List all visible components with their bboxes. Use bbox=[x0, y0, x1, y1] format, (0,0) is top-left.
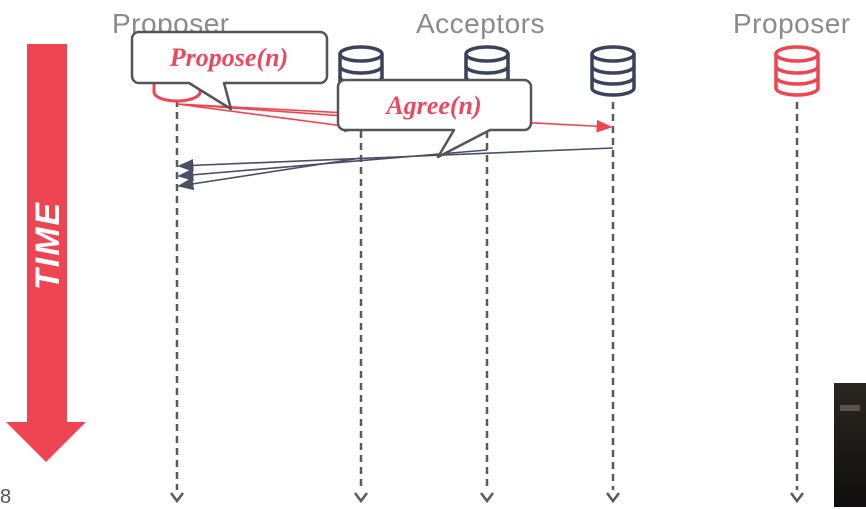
propose-callout: Propose(n) bbox=[130, 30, 329, 111]
agree-callout: Agree(n) bbox=[336, 78, 533, 159]
proposer-right-label: Proposer bbox=[733, 8, 851, 39]
lifeline-end-icon bbox=[354, 492, 368, 504]
propose-message-to-acceptor-1 bbox=[176, 103, 361, 133]
database-icon-proposer-left bbox=[152, 82, 202, 103]
time-label: TIME bbox=[29, 201, 67, 290]
database-icon-proposer-right bbox=[774, 45, 820, 97]
time-arrow: TIME bbox=[6, 44, 86, 462]
lifeline-end-icon bbox=[606, 492, 620, 504]
slide-number: 8 bbox=[0, 486, 12, 508]
propose-callout-text: Propose(n) bbox=[169, 43, 288, 72]
speaker-video-thumbnail bbox=[834, 383, 866, 507]
acceptors-label: Acceptors bbox=[416, 8, 545, 39]
agree-message-from-acceptor-1 bbox=[177, 157, 362, 191]
speaker-video-detail bbox=[840, 405, 860, 411]
lifeline-end-icon bbox=[790, 492, 804, 504]
lifeline-end-icon bbox=[170, 492, 184, 504]
database-icon-acceptor-3 bbox=[590, 45, 636, 97]
agree-callout-text: Agree(n) bbox=[384, 91, 481, 120]
lifeline-end-icon bbox=[480, 492, 494, 504]
